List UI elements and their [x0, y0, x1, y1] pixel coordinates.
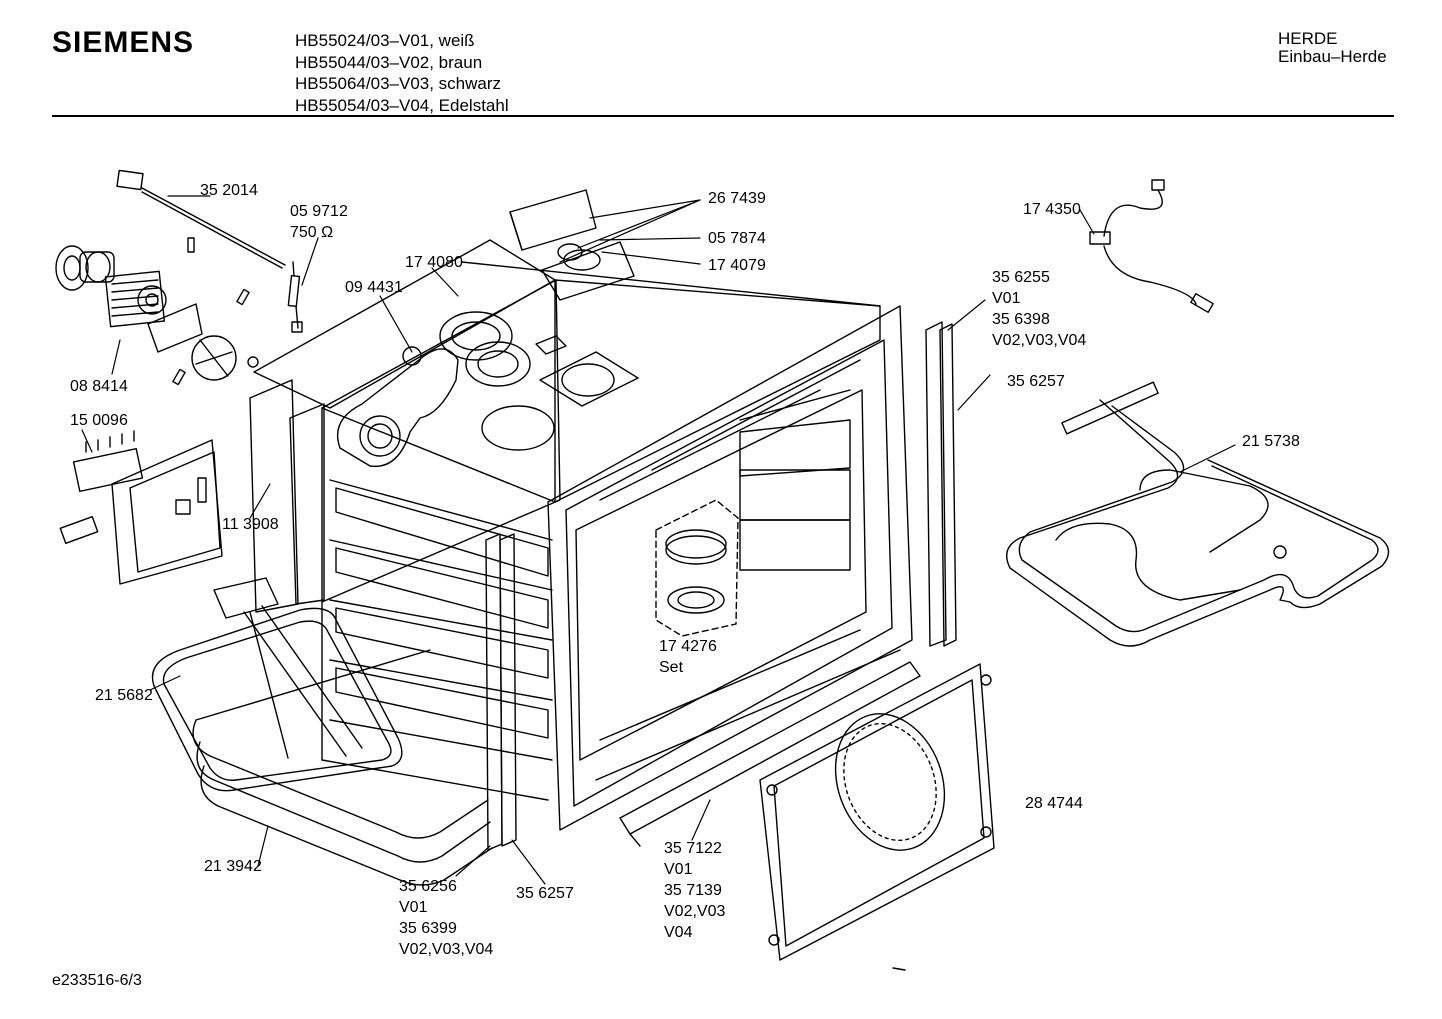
side-rails: [485, 321, 957, 851]
roof-openings: [439, 311, 639, 451]
part-label: 17 4350: [1023, 201, 1081, 218]
temperature-sensor-rod: [116, 169, 286, 269]
part-label: 35 2014: [200, 182, 258, 199]
part-label: 17 4080: [405, 254, 463, 271]
front-frame: [547, 305, 913, 831]
top-heating-element: [1006, 381, 1390, 647]
part-label: 17 4079: [708, 257, 766, 274]
model-line: HB55024/03–V01, weiß: [295, 31, 475, 50]
header-divider: [52, 115, 1394, 117]
oven-rack: [151, 577, 403, 792]
fan-motor-assembly: [55, 237, 259, 386]
category-subtitle: Einbau–Herde: [1278, 47, 1387, 66]
mounting-bracket: [111, 439, 223, 585]
part-label: 28 4744: [1025, 795, 1083, 812]
part-label: 11 3908: [222, 516, 279, 533]
model-line: HB55064/03–V03, schwarz: [295, 74, 502, 93]
model-list: HB55024/03–V01, weiß HB55044/03–V02, bra…: [295, 30, 509, 116]
fan-housing: [336, 346, 459, 468]
part-label: 21 3942: [204, 858, 262, 875]
baking-trays: [192, 649, 493, 886]
category-title: HERDE: [1278, 29, 1338, 48]
part-label: 35 6257: [1007, 373, 1065, 390]
part-label: 09 4431: [345, 279, 403, 296]
part-label: 05 7874: [708, 230, 766, 247]
part-label: 35 6256 V01 35 6399 V02,V03,V04: [399, 878, 494, 958]
model-line: HB55054/03–V04, Edelstahl: [295, 95, 509, 115]
lamp-housing: [509, 189, 635, 301]
part-label: 21 5738: [1242, 433, 1300, 450]
terminal-block: [59, 430, 144, 545]
model-line: HB55044/03–V02, braun: [295, 52, 483, 72]
bottom-trim: [619, 661, 921, 847]
part-label: 35 7122 V01 35 7139 V02,V03 V04: [664, 840, 726, 941]
part-label: 08 8414: [70, 378, 128, 395]
thermostat-sensor: [1089, 179, 1214, 314]
part-label: 35 6257: [516, 885, 574, 902]
part-label: 17 4276 Set: [659, 638, 717, 676]
part-label: 05 9712 750 Ω: [290, 203, 348, 241]
drawing-id: e233516-6/3: [52, 972, 142, 989]
brand-logo: SIEMENS: [52, 26, 195, 59]
rear-fan-cover: [759, 663, 995, 971]
category-block: HERDE Einbau–Herde: [1278, 30, 1387, 66]
part-label: 15 0096: [70, 412, 128, 429]
part-label: 35 6255 V01 35 6398 V02,V03,V04: [992, 269, 1087, 349]
catalytic-set: [655, 499, 739, 637]
part-label: 26 7439: [708, 190, 766, 207]
part-label: 21 5682: [95, 687, 153, 704]
resistor: [287, 261, 303, 333]
